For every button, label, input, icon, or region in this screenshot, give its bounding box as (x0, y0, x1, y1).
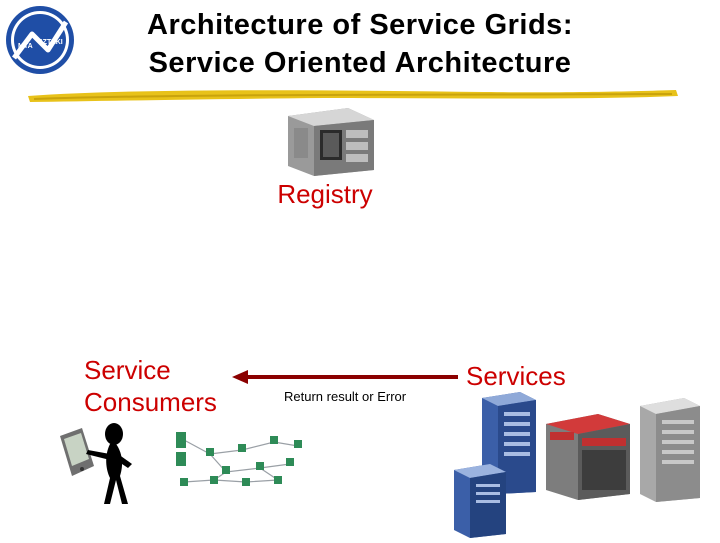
server-red-icon (542, 410, 634, 500)
consumers-label-line-2: Consumers (84, 387, 217, 417)
return-arrow (232, 370, 458, 384)
return-result-label: Return result or Error (284, 389, 407, 404)
network-icon (170, 420, 312, 500)
slide-title: Architecture of Service Grids: Service O… (80, 6, 640, 82)
title-underline-brush (28, 90, 678, 102)
title-line-2: Service Oriented Architecture (148, 47, 572, 79)
title-line-1: Architecture of Service Grids: (147, 9, 573, 41)
registry-server-icon (284, 104, 380, 176)
consumers-label-line-1: Service (84, 355, 171, 385)
server-gray-icon (636, 398, 704, 502)
server-blue-small-icon (450, 460, 510, 538)
pda-icon (54, 426, 98, 480)
person-icon (80, 420, 144, 506)
services-label: Services (466, 361, 566, 391)
sztaki-logo: MTA SZTAKI (4, 4, 76, 76)
logo-right-text: SZTAKI (38, 39, 63, 46)
service-consumers-label: Service Consumers (84, 354, 217, 418)
registry-label: Registry (277, 179, 373, 209)
logo-left-text: MTA (18, 43, 33, 50)
